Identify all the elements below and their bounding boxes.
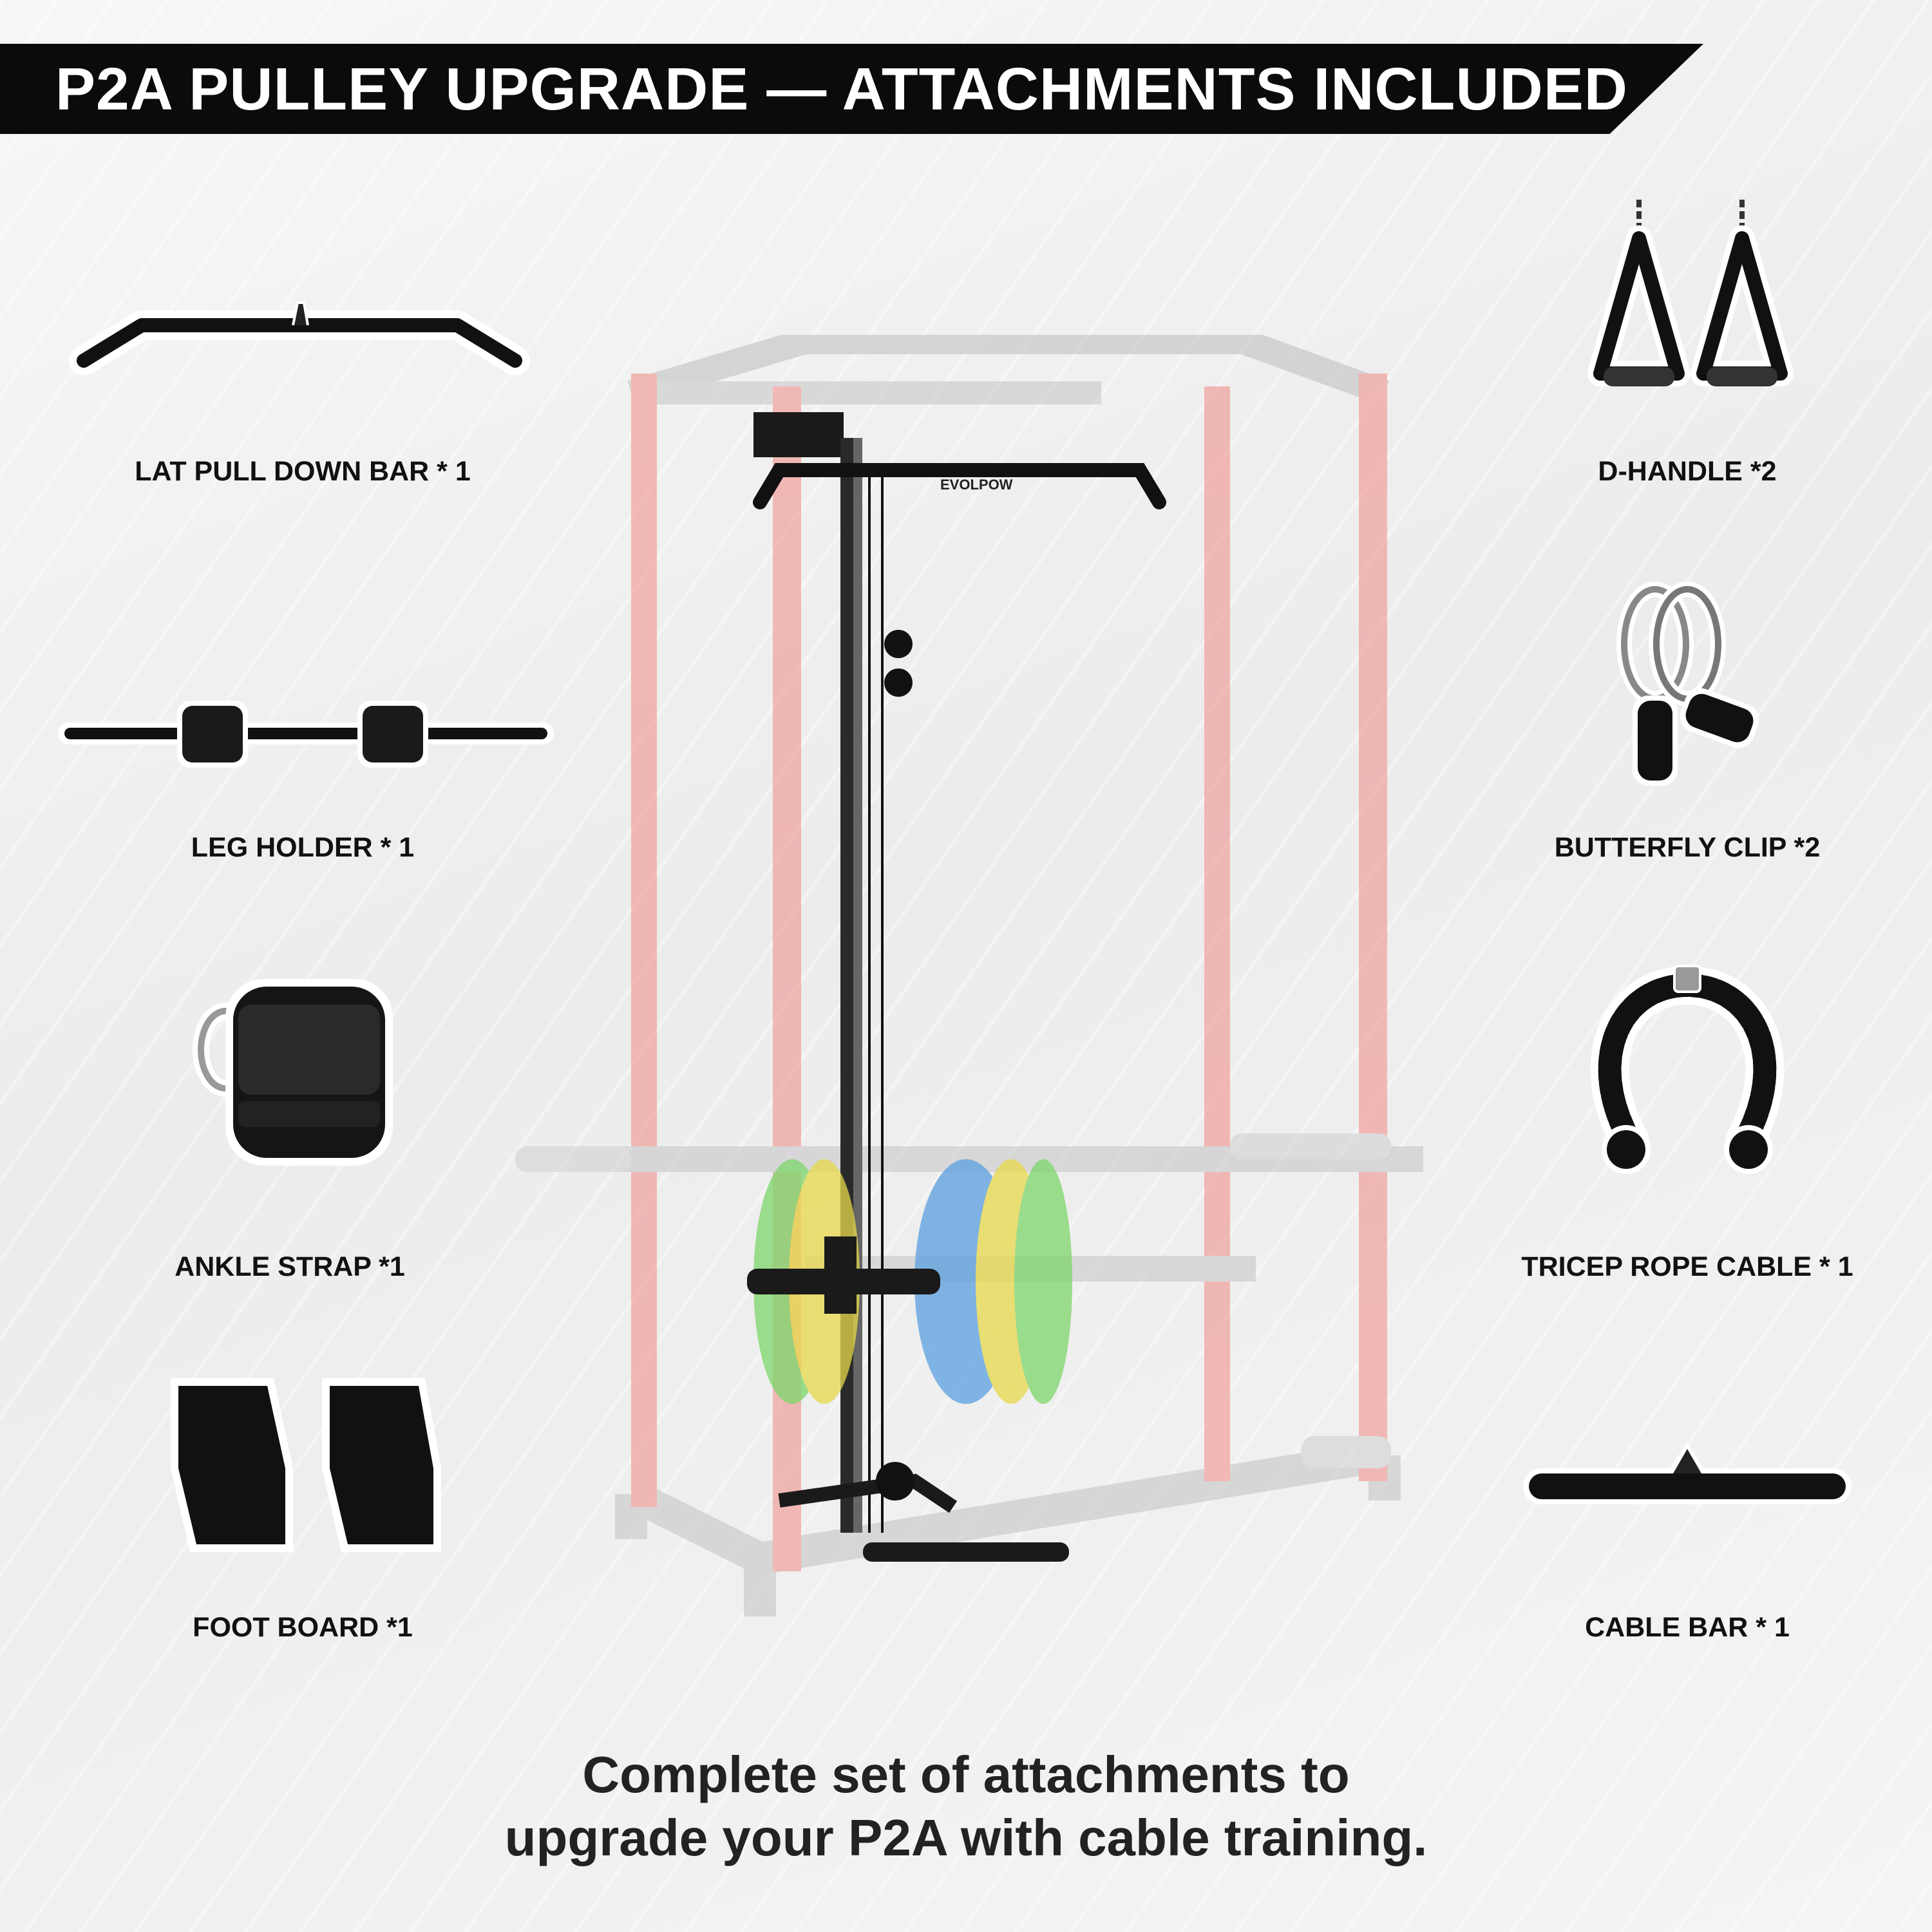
banner-title: P2A PULLEY UPGRADE — ATTACHMENTS INCLUDE… [55, 55, 1628, 122]
label-d-handle: D-HANDLE *2 [1598, 456, 1777, 487]
label-lat-pull-down-bar: LAT PULL DOWN BAR * 1 [135, 456, 471, 487]
title-banner [0, 44, 1703, 134]
label-butterfly-clip: BUTTERFLY CLIP *2 [1554, 832, 1821, 863]
label-cable-bar: CABLE BAR * 1 [1585, 1612, 1790, 1643]
d-handle-icon [1587, 200, 1794, 386]
label-leg-holder: LEG HOLDER * 1 [191, 832, 415, 863]
label-ankle-strap: ANKLE STRAP *1 [175, 1251, 405, 1282]
caption-line-1: Complete set of attachments to [582, 1746, 1350, 1803]
power-rack-icon: EVOLPOW [515, 335, 1423, 1616]
label-foot-board: FOOT BOARD *1 [193, 1612, 413, 1643]
caption-line-2: upgrade your P2A with cable training. [504, 1809, 1428, 1866]
leg-holder-icon [58, 701, 554, 768]
butterfly-clip-icon [1616, 582, 1759, 786]
ankle-strap-icon [193, 979, 393, 1166]
tricep-rope-icon [1590, 965, 1785, 1174]
cable-bar-icon [1523, 1443, 1852, 1504]
rack-brand: EVOLPOW [940, 477, 1013, 493]
lat-pull-down-bar-icon [69, 301, 530, 375]
foot-board-icon [171, 1378, 441, 1552]
label-tricep-rope-cable: TRICEP ROPE CABLE * 1 [1521, 1251, 1853, 1282]
